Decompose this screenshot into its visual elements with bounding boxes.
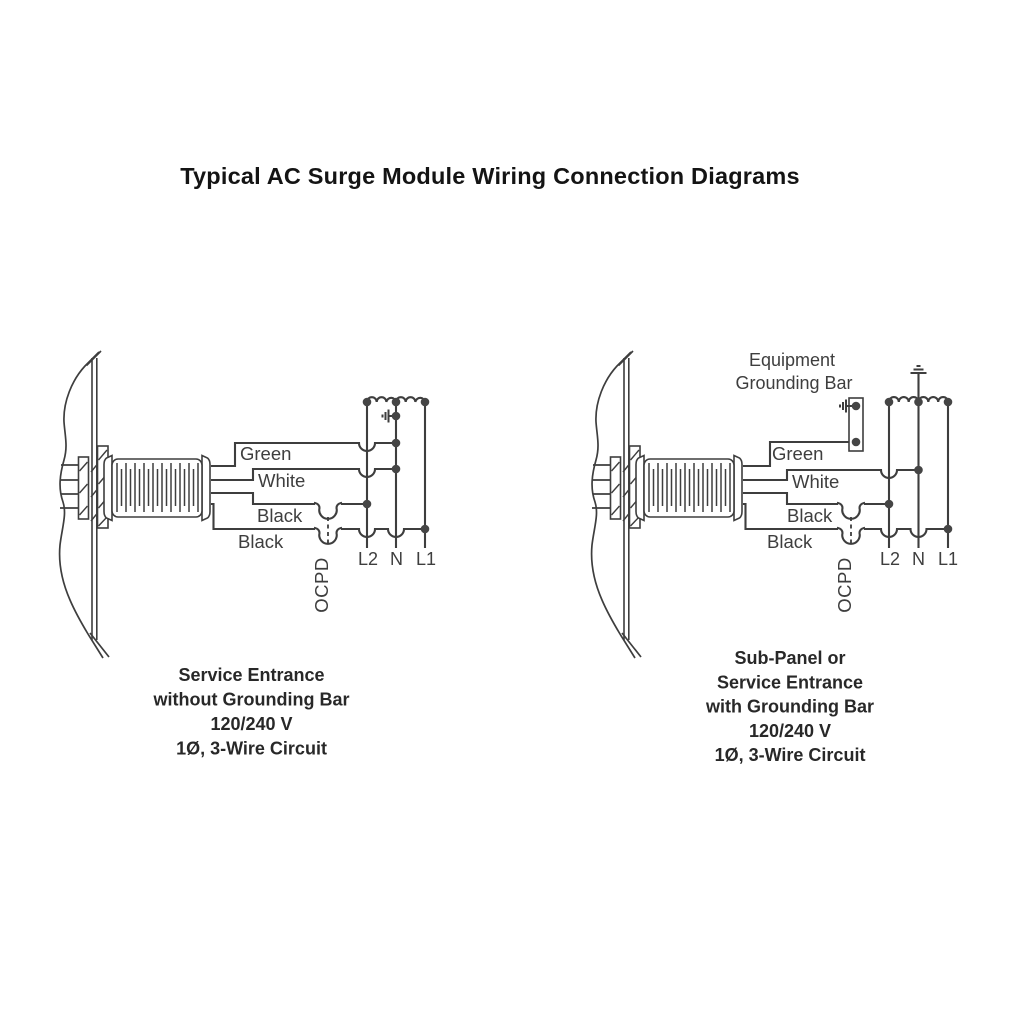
junction-dot <box>391 464 401 474</box>
junction-dot <box>884 499 894 509</box>
caption-line: Service Entrance <box>717 672 863 692</box>
terminal-label-l2: L2 <box>880 549 900 569</box>
terminal-label-n: N <box>390 549 403 569</box>
caption-line: 120/240 V <box>210 714 292 734</box>
caption-line: with Grounding Bar <box>705 697 874 717</box>
ocpd-pole-top <box>836 501 866 520</box>
grounding-bar-label-line: Grounding Bar <box>735 373 852 393</box>
junction-dot <box>914 397 923 407</box>
junction-dots <box>851 397 953 534</box>
wire-label-black-top: Black <box>257 505 303 526</box>
junction-dot <box>362 499 372 509</box>
ocpd-symbol <box>836 501 866 545</box>
caption-line: Sub-Panel or <box>734 648 845 668</box>
junction-dot <box>943 524 953 534</box>
diagram-caption-right: Sub-Panel or Service Entrance with Groun… <box>705 648 874 765</box>
terminal-label-l1: L1 <box>416 549 436 569</box>
equipment-grounding-bar <box>839 397 864 452</box>
black-wire-bottom <box>742 502 950 538</box>
caption-line: 1Ø, 3-Wire Circuit <box>715 745 866 765</box>
wire-label-white: White <box>792 471 839 492</box>
junction-dot <box>362 397 372 407</box>
ground-symbol-icon <box>910 365 927 374</box>
terminal-label-n: N <box>912 549 925 569</box>
junction-dot <box>884 397 894 407</box>
ocpd-label: OCPD <box>311 557 332 612</box>
white-wire <box>210 467 398 482</box>
conduit-assembly-right <box>590 350 743 659</box>
junction-dot <box>391 397 401 407</box>
ocpd-symbol <box>313 501 343 545</box>
black-wire-bottom <box>210 502 427 538</box>
wire-label-black-bottom: Black <box>767 531 813 552</box>
ocpd-pole-bottom <box>836 526 866 545</box>
left-diagram: Green White Black Black OCPD L2 N L1 Ser… <box>58 350 436 759</box>
wire-label-white: White <box>258 470 305 491</box>
ocpd-pole-bottom <box>313 526 343 545</box>
junction-dot <box>391 411 401 421</box>
junction-dot <box>851 437 861 447</box>
white-wire <box>742 468 920 482</box>
junction-dot <box>851 401 861 411</box>
wire-label-black-bottom: Black <box>238 531 284 552</box>
terminal-label-l2: L2 <box>358 549 378 569</box>
terminal-label-l1: L1 <box>938 549 958 569</box>
ground-symbol-icon <box>839 399 853 413</box>
wire-label-green: Green <box>240 443 291 464</box>
junction-dot <box>420 397 430 407</box>
junction-dot <box>391 438 401 448</box>
diagram-caption-left: Service Entrance without Grounding Bar 1… <box>153 665 350 759</box>
caption-line: 1Ø, 3-Wire Circuit <box>176 739 327 759</box>
right-diagram: Equipment Grounding Bar Green White Blac… <box>590 350 958 765</box>
green-wire <box>742 440 855 468</box>
wire-label-black-top: Black <box>787 505 833 526</box>
green-wire <box>210 441 398 468</box>
junction-dots <box>362 397 430 534</box>
conduit-assembly-left <box>58 350 211 659</box>
ocpd-pole-top <box>313 501 343 520</box>
junction-dot <box>914 465 923 475</box>
junction-dot <box>943 397 953 407</box>
caption-line: 120/240 V <box>749 721 831 741</box>
caption-line: without Grounding Bar <box>153 690 350 710</box>
ocpd-label: OCPD <box>834 557 855 612</box>
grounding-bar-label-line: Equipment <box>749 350 835 370</box>
grounding-bar-label: Equipment Grounding Bar <box>735 350 852 393</box>
wire-label-green: Green <box>772 443 823 464</box>
junction-dot <box>420 524 430 534</box>
page-title: Typical AC Surge Module Wiring Connectio… <box>180 163 800 189</box>
caption-line: Service Entrance <box>178 665 324 685</box>
black-wire-top <box>742 491 891 506</box>
grounding-bar-body <box>848 397 864 452</box>
black-wire-top <box>210 491 369 506</box>
